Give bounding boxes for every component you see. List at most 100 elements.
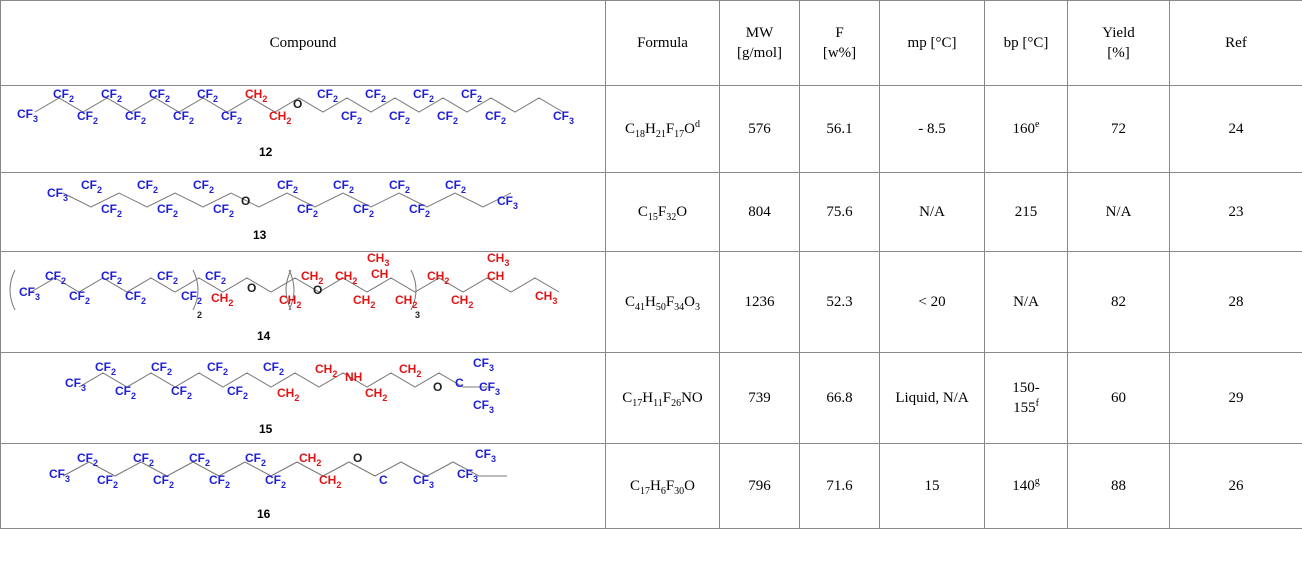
mp-cell: 15 — [879, 443, 985, 529]
formula-cell: C17H6F30O — [605, 443, 720, 529]
f-cell: 75.6 — [799, 172, 880, 252]
atom-group-label: CF2 — [153, 473, 174, 490]
formula-subscript: 41 — [634, 302, 645, 313]
atom-group-label: CF3 — [457, 467, 478, 484]
bp-cell: 140g — [984, 443, 1068, 529]
formula-element: C — [629, 478, 640, 494]
atom-group-label: CF2 — [341, 109, 362, 126]
atom-group-label: CF2 — [149, 87, 170, 104]
atom-group-label: O — [293, 97, 302, 111]
formula-subscript: 6 — [660, 486, 666, 497]
atom-group-label: CF2 — [151, 360, 172, 377]
mw-cell: 804 — [719, 172, 800, 252]
header-mw: MW[g/mol] — [719, 0, 800, 86]
atom-group-label: CF3 — [65, 376, 86, 393]
atom-group-label: CF2 — [445, 178, 466, 195]
formula-element: H — [644, 294, 656, 310]
atom-group-label: CF2 — [115, 384, 136, 401]
formula-element: C — [624, 294, 635, 310]
compound-number: 13 — [253, 228, 267, 242]
formula-cell: C17H11F26NO — [605, 352, 720, 444]
yield-cell: N/A — [1067, 172, 1170, 252]
atom-group-label: CF2 — [485, 109, 506, 126]
formula-element: O — [684, 294, 696, 310]
atom-group-label: CH2 — [279, 293, 301, 310]
header-f: F[w%] — [799, 0, 880, 86]
atom-group-label: O — [247, 281, 256, 295]
header-bp: bp [°C] — [984, 0, 1068, 86]
formula-element: NO — [681, 390, 703, 406]
formula-subscript: 34 — [674, 302, 685, 313]
atom-group-label: CF2 — [389, 109, 410, 126]
atom-group-label: NH — [345, 370, 362, 384]
atom-group-label: O — [433, 380, 442, 394]
atom-group-label: CH3 — [487, 251, 509, 268]
atom-group-label: CF3 — [413, 473, 434, 490]
f-cell: 56.1 — [799, 85, 880, 173]
yield-cell: 60 — [1067, 352, 1170, 444]
formula-subscript: 30 — [674, 486, 685, 497]
atom-group-label: CH2 — [365, 386, 387, 403]
atom-group-label: CH2 — [301, 269, 323, 286]
atom-group-label: CF2 — [221, 109, 242, 126]
atom-group-label: CF2 — [205, 269, 226, 286]
header-ref: Ref — [1169, 0, 1302, 86]
atom-group-label: CF2 — [365, 87, 386, 104]
mw-cell: 1236 — [719, 251, 800, 353]
atom-group-label: CF2 — [389, 178, 410, 195]
atom-group-label: CF3 — [479, 380, 500, 397]
formula-subscript: 50 — [655, 302, 666, 313]
compound-number: 14 — [257, 329, 271, 343]
atom-group-label: CF2 — [81, 178, 102, 195]
atom-group-label: CF2 — [101, 202, 122, 219]
atom-group-label: CF2 — [53, 87, 74, 104]
formula-element: C — [622, 390, 633, 406]
atom-group-label: CF2 — [317, 87, 338, 104]
atom-group-label: CF2 — [413, 87, 434, 104]
atom-group-label: CF2 — [227, 384, 248, 401]
atom-group-label: CF2 — [193, 178, 214, 195]
atom-group-label: CH3 — [535, 289, 557, 306]
atom-group-label: CH2 — [277, 386, 299, 403]
atom-group-label: CF3 — [49, 467, 70, 484]
formula-element: F — [662, 390, 672, 406]
atom-group-label: CF2 — [209, 473, 230, 490]
f-cell: 66.8 — [799, 352, 880, 444]
bp-cell: 160e — [984, 85, 1068, 173]
atom-group-label: CF2 — [333, 178, 354, 195]
atom-group-label: CF2 — [265, 473, 286, 490]
atom-group-label: CF3 — [497, 194, 518, 211]
atom-group-label: O — [353, 451, 362, 465]
compound-number: 12 — [259, 145, 273, 159]
formula-cell: C41H50F34O3 — [605, 251, 720, 353]
atom-group-label: CF2 — [77, 451, 98, 468]
atom-group-label: CF2 — [297, 202, 318, 219]
bp-cell: 215 — [984, 172, 1068, 252]
atom-group-label: CF2 — [353, 202, 374, 219]
ref-cell: 24 — [1169, 85, 1302, 173]
header-mp: mp [°C] — [879, 0, 985, 86]
formula-element: H — [649, 478, 661, 494]
atom-group-label: CH2 — [353, 293, 375, 310]
atom-group-label: CF2 — [77, 109, 98, 126]
atom-group-label: CF2 — [207, 360, 228, 377]
atom-group-label: CF2 — [277, 178, 298, 195]
header-row: Compound Formula MW[g/mol] F[w%] mp [°C]… — [0, 0, 1302, 86]
formula-element: O — [684, 121, 696, 137]
atom-group-label: CF3 — [19, 285, 40, 302]
atom-group-label: CF2 — [95, 360, 116, 377]
formula-subscript: 17 — [639, 486, 650, 497]
structure-labels: CF3CF2CF2CF2CF2CF2CF2CF2CF2CH2CH2OCF2CF2… — [17, 87, 574, 126]
yield-cell: 82 — [1067, 251, 1170, 353]
atom-group-label: CF2 — [263, 360, 284, 377]
atom-group-label: CH2 — [315, 362, 337, 379]
atom-group-label: CF2 — [97, 473, 118, 490]
atom-group-label: CH2 — [319, 473, 341, 490]
ref-cell: 26 — [1169, 443, 1302, 529]
atom-group-label: CF2 — [125, 109, 146, 126]
